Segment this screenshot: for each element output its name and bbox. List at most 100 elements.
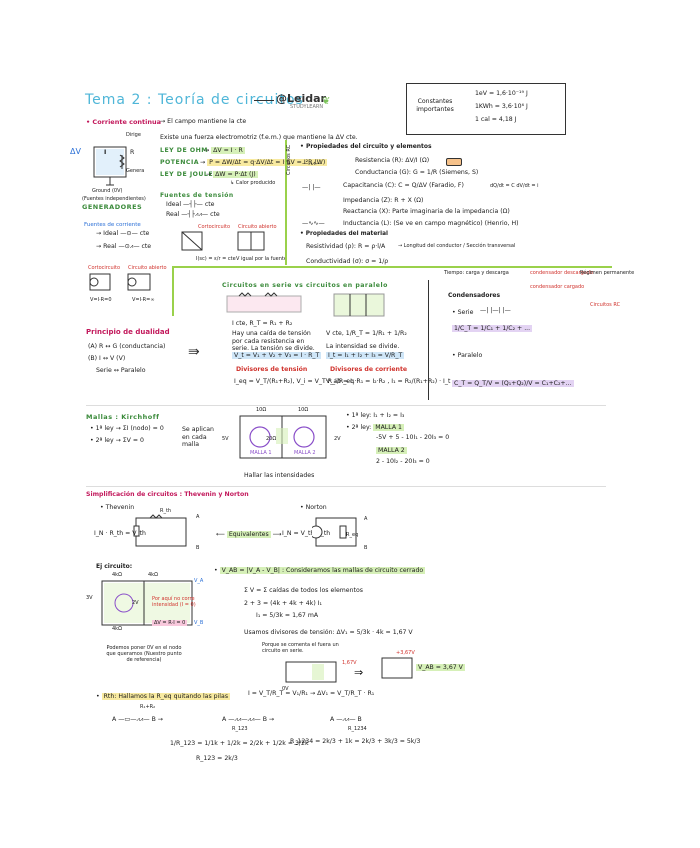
kirchhoff-sol1: • 1ª ley: I₁ + I₂ = I₃: [346, 412, 405, 419]
paralelo-eq: V cte, 1/R_T = 1/R₁ + 1/R₂: [326, 330, 407, 337]
rc-heading: Circuitos RC: [590, 302, 621, 308]
serie-circuit: [226, 292, 302, 313]
rth-b-1: B: [151, 716, 156, 723]
condensadores-heading: Condensadores: [448, 292, 501, 299]
material-heading: • Propiedades del material: [300, 231, 388, 237]
joule-eq: → ΔW = P·Δt (J): [206, 171, 258, 178]
dualidad-line-1: (A) R ↔ G (conductancia): [88, 343, 166, 350]
rth-r123: R_123: [232, 726, 248, 732]
serie-text: Hay una caída de tensión por cada resist…: [232, 330, 315, 352]
ejemplo-eq3: I = V_T/R_T = V₁/R₁ → ΔV₁ = V_T/R_T · R₁: [248, 690, 375, 697]
ejemplo-circuit: [101, 580, 193, 626]
material-heading-text: Propiedades del material: [305, 231, 388, 237]
ejemplo-divisores: Usamos divisores de tensión: ΔV₁ = 5/3k …: [244, 629, 413, 636]
kirchhoff-malla1-eq: -5V + 5 - 10I₁ - 20I₃ = 0: [376, 434, 450, 441]
abierto-eq: V=I·R=∞: [132, 297, 155, 303]
inductor-symbol-icon: —∿∿—: [302, 220, 325, 227]
ejemplo-eq2: I₁ = 5/3k = 1,67 mA: [256, 612, 319, 619]
corriente-heading: • Corriente continua: [86, 118, 162, 126]
abierto-label-2: Circuito abierto: [128, 265, 167, 271]
thevenin-rth: R_th: [160, 508, 172, 514]
ejemplo-serie-circuit: [285, 661, 337, 683]
cond-serie-label-text: Serie: [457, 309, 474, 316]
kirchhoff-r1: 10Ω: [256, 407, 267, 413]
label-i: I: [104, 149, 107, 156]
divider-vertical-2: [172, 266, 174, 316]
kirchhoff-ley1-text: 1ª ley → ΣI (nodo) = 0: [95, 425, 164, 432]
dualidad-heading: Principio de dualidad: [86, 328, 170, 336]
corto-note: I(sc) = ε/r = cte: [196, 256, 236, 262]
constant-3: 1 cal = 4,18 J: [475, 116, 517, 123]
fuentes-corriente-label: Fuentes de corriente: [84, 222, 141, 228]
joule-note-text: Calor producido: [235, 180, 276, 186]
cond-serie-eq: 1/C_T = 1/C₁ + 1/C₂ + ...: [452, 325, 533, 333]
corto-eq: V=I·R=0: [90, 297, 112, 303]
serie-paralelo-heading: Circuitos en serie vs circuitos en paral…: [222, 282, 388, 289]
logo: @Leidar: [276, 92, 326, 105]
cond-paralelo-label: • Paralelo: [452, 352, 483, 359]
ejemplo-delta: ΔV = R·I = 0: [152, 620, 188, 626]
capacitor-formula: dQ/dt = C dV/dt = i: [490, 183, 539, 189]
divider-horizontal-2: [86, 405, 606, 406]
rth-r1234: R_1234: [348, 726, 367, 732]
kirchhoff-r2: 10Ω: [298, 407, 309, 413]
thevenin-equiv-text: Equivalentes: [226, 531, 271, 538]
propiedades-heading: • Propiedades del circuito y elementos: [300, 143, 432, 150]
fuente-ideal-2: → Ideal —⊙— cte: [96, 230, 150, 237]
divider-horizontal-1: [172, 266, 612, 268]
potencia-eq: → P = ΔW/Δt = q·ΔV/Δt = I·ΔV = I²R (W): [200, 159, 328, 166]
paralelo-circuit: [333, 293, 385, 317]
implies-arrow-icon: ⇒: [354, 666, 364, 679]
paralelo-sum-text: I_t = I₁ + I₂ + I₃ = V/R_T: [326, 352, 405, 359]
ley-ohm-label: LEY DE OHM: [160, 147, 208, 154]
ejemplo-r1: 4kΩ: [112, 572, 122, 578]
serie-sum-text: V_t = V₁ + V₂ + V₃ = I · R_T: [232, 352, 322, 359]
joule-label: LEY DE JOULE: [160, 171, 214, 178]
ejemplo-va: V_A: [194, 578, 204, 584]
ejemplo-result-circuit: [381, 657, 413, 679]
div-tension-heading: Divisores de tensión: [236, 366, 308, 373]
fuerza-text: Existe una fuerza electromotriz (f.e.m.)…: [160, 134, 358, 141]
ejemplo-heading: Ej circuito:: [96, 563, 133, 570]
cond-paralelo-eq: C_T = Q_T/V = (Q₁+Q₂)/V = C₁+C₂+...: [452, 380, 574, 388]
conductividad: Conductividad (σ): σ = 1/ρ: [306, 258, 389, 265]
kirchhoff-sol2: • 2ª ley: MALLA 1: [346, 424, 404, 431]
label-fuentes-indep: (Fuentes independientes): [82, 196, 146, 202]
norton-eq: I_N = V_th/R_th: [282, 530, 331, 537]
prop-impedancia: Impedancia (Z): R + X (Ω): [343, 197, 424, 204]
kirchhoff-malla2-tag: MALLA 2: [376, 447, 407, 455]
ejemplo-vab: • V_AB = |V_A - V_B| : Consideramos las …: [214, 567, 426, 574]
fuente-ideal-text: Ideal: [166, 201, 182, 208]
resistor-symbol-icon: —⩘⩘—: [302, 160, 322, 167]
ejemplo-delta-text: ΔV = R·I = 0: [152, 620, 188, 626]
kirchhoff-2v: 2V: [334, 436, 341, 442]
fuente-real-text: Real: [166, 211, 180, 218]
corto-abierto-drawing: [89, 273, 151, 291]
norton-label-text: Norton: [305, 504, 327, 511]
cortocircuito-label: Cortocircuito: [198, 224, 231, 230]
kirchhoff-malla1-tag: MALLA 1: [373, 424, 404, 431]
label-generadores: GENERADORES: [82, 203, 143, 211]
paralelo-text: La intensidad se divide.: [326, 343, 400, 350]
big-arrow-icon: ⇛: [188, 344, 200, 360]
circuitos-rc-vertical: Circuitos RC: [286, 144, 292, 175]
capacitor-symbol-icon: —| |—: [302, 184, 321, 191]
label-dv: ΔV: [70, 147, 81, 156]
label-ground: Ground (0V): [92, 188, 123, 194]
cond-note-1: Tiempo: carga y descarga: [444, 270, 509, 276]
norton-a: A: [364, 516, 368, 522]
divider-vertical-1: [285, 140, 287, 265]
fuente-real-2-text: Real: [103, 243, 117, 250]
cond-note-4: Régimen permanente: [580, 270, 635, 276]
rth-b-3: B: [357, 716, 362, 723]
kirchhoff-malla2-tag-text: MALLA 2: [376, 447, 407, 454]
rth-eq1: 1/R_123 = 1/1k + 1/2k = 2/2k + 1/2k = 3/…: [170, 740, 309, 747]
kirchhoff-malla2-eq: 2 - 10I₂ - 20I₃ = 0: [376, 458, 430, 465]
constant-2: 1KWh = 3,6·10⁶ J: [475, 103, 528, 110]
logo-sub: STUDYLEARN: [290, 104, 324, 110]
resistividad: Resistividad (ρ): R = ρ·l/A: [306, 243, 386, 250]
label-genera: Genera: [126, 168, 145, 174]
kirchhoff-heading: Mallas : Kirchhoff: [86, 413, 160, 421]
kirchhoff-5v: 5V: [222, 436, 229, 442]
rth-chain-2: A —⩘⩘—⩘⩘— B →: [222, 716, 275, 723]
